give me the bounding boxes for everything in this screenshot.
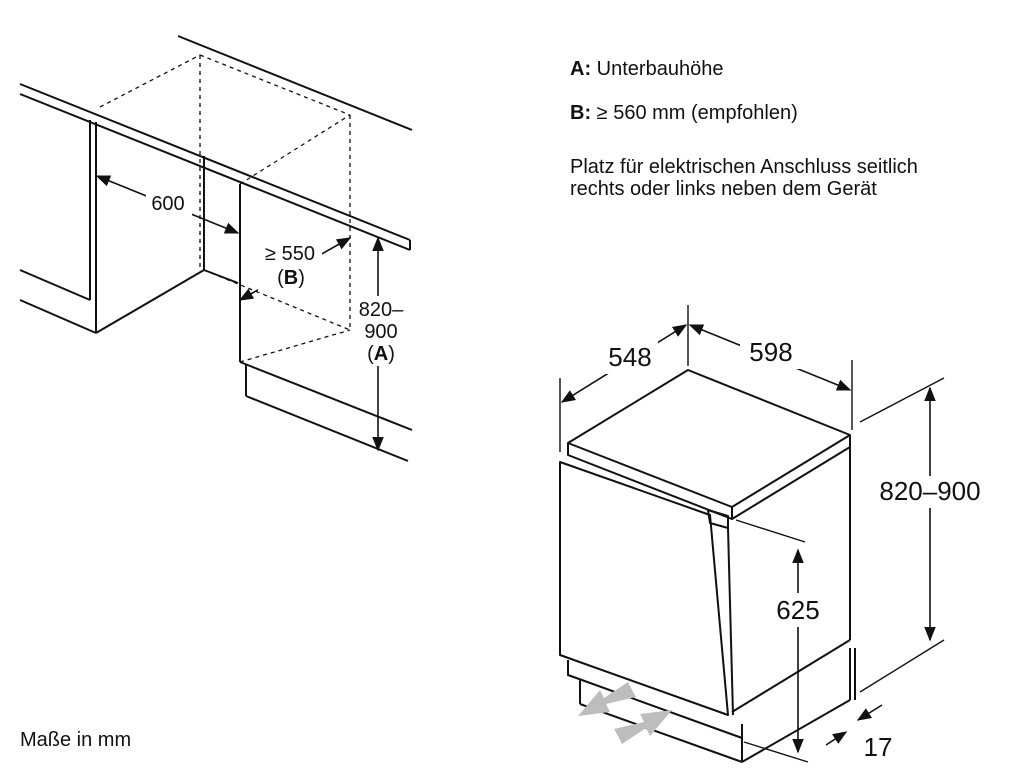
niche-drawing xyxy=(19,35,413,462)
plinth-dimension-arrow-1 xyxy=(825,731,848,746)
appliance-extension-lines xyxy=(559,305,945,763)
niche-depth-letter: (B) xyxy=(277,267,305,289)
niche-width-label: 600 xyxy=(151,193,184,215)
airflow-arrows xyxy=(578,682,672,744)
niche-height-label-1: 820– xyxy=(359,299,404,321)
appliance-plinth-label: 17 xyxy=(864,732,893,762)
niche-dashed-volume xyxy=(99,54,351,363)
airflow-out-arrow-icon xyxy=(578,682,636,716)
legend-a: A: Unterbauhöhe xyxy=(570,58,1010,80)
legend-b-key: B: xyxy=(570,102,592,124)
niche-height-letter: (A) xyxy=(367,343,395,365)
legend-a-text: Unterbauhöhe xyxy=(596,58,724,80)
airflow-in-arrow-icon xyxy=(614,710,672,744)
niche-depth-label: ≥ 550 xyxy=(265,243,315,265)
appliance-width-label: 598 xyxy=(749,337,792,367)
niche-dimension-lines xyxy=(95,175,384,452)
appliance-depth-label: 548 xyxy=(608,342,651,372)
legend-a-key: A: xyxy=(570,58,592,80)
legend-notes: A: Unterbauhöhe B: ≥ 560 mm (empfohlen) … xyxy=(570,58,1010,222)
appliance-dimension-lines xyxy=(560,324,936,754)
units-note: Maße in mm xyxy=(20,729,132,751)
appliance-height-label: 820–900 xyxy=(879,476,980,506)
appliance-door-height-label: 625 xyxy=(776,595,819,625)
niche-height-letter-a: A xyxy=(374,343,388,365)
niche-depth-letter-b: B xyxy=(284,267,298,289)
connection-note: Platz für elektrischen Anschluss seitlic… xyxy=(570,156,918,200)
legend-b-text: ≥ 560 mm (empfohlen) xyxy=(596,102,798,124)
legend-b: B: ≥ 560 mm (empfohlen) xyxy=(570,102,1010,124)
niche-height-label-2: 900 xyxy=(364,321,397,343)
plinth-dimension-arrow-2 xyxy=(856,704,883,721)
